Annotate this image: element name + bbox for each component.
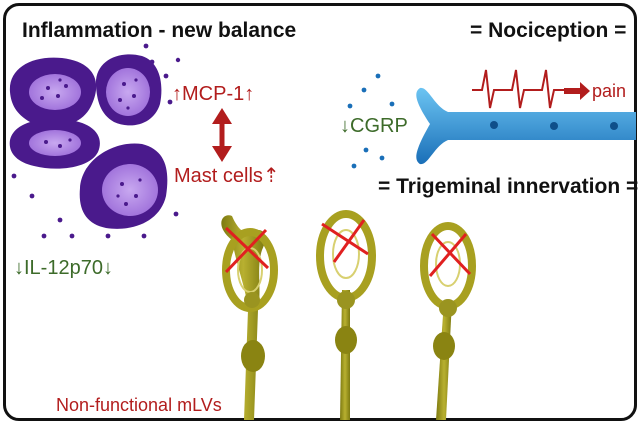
- mlv-vessel-3: [420, 222, 476, 420]
- mlvs-label: Non-functional mLVs: [56, 395, 222, 415]
- pain-arrow: [564, 82, 590, 100]
- mast-cells-label: Mast cells⇡: [174, 165, 280, 187]
- trigeminal-title: = Trigeminal innervation =: [378, 175, 639, 198]
- mast-cell-3: [9, 118, 100, 169]
- pain-label: pain: [592, 81, 627, 101]
- vessel-crosses: [224, 219, 472, 277]
- mast-cell-4: [79, 143, 168, 229]
- cgrp-particles: [347, 73, 395, 169]
- action-potential-trace: [472, 69, 564, 109]
- mast-cell-2: [95, 54, 162, 126]
- trigeminal-nerve-fiber: [416, 87, 636, 165]
- cross-icon-1: [224, 226, 270, 274]
- mast-cell-1: [9, 57, 97, 128]
- nociception-title: = Nociception =: [470, 19, 627, 42]
- figure-frame: [3, 3, 637, 421]
- cgrp-label: ↓CGRP: [340, 115, 408, 137]
- granules: [40, 78, 142, 206]
- mast-cell-cluster: [9, 43, 181, 239]
- cross-icon-3: [428, 232, 472, 277]
- mcp1-label: ↑MCP-1↑: [172, 83, 255, 105]
- mcp1-mast-double-arrow: [212, 108, 232, 162]
- il12-label: ↓IL-12p70↓: [14, 257, 113, 279]
- mlv-vessel-2: [316, 210, 376, 420]
- mlv-vessel-1: [221, 215, 278, 420]
- released-granules: [11, 43, 181, 239]
- inflammation-title: Inflammation - new balance: [22, 19, 297, 42]
- cross-icon-2: [321, 219, 369, 263]
